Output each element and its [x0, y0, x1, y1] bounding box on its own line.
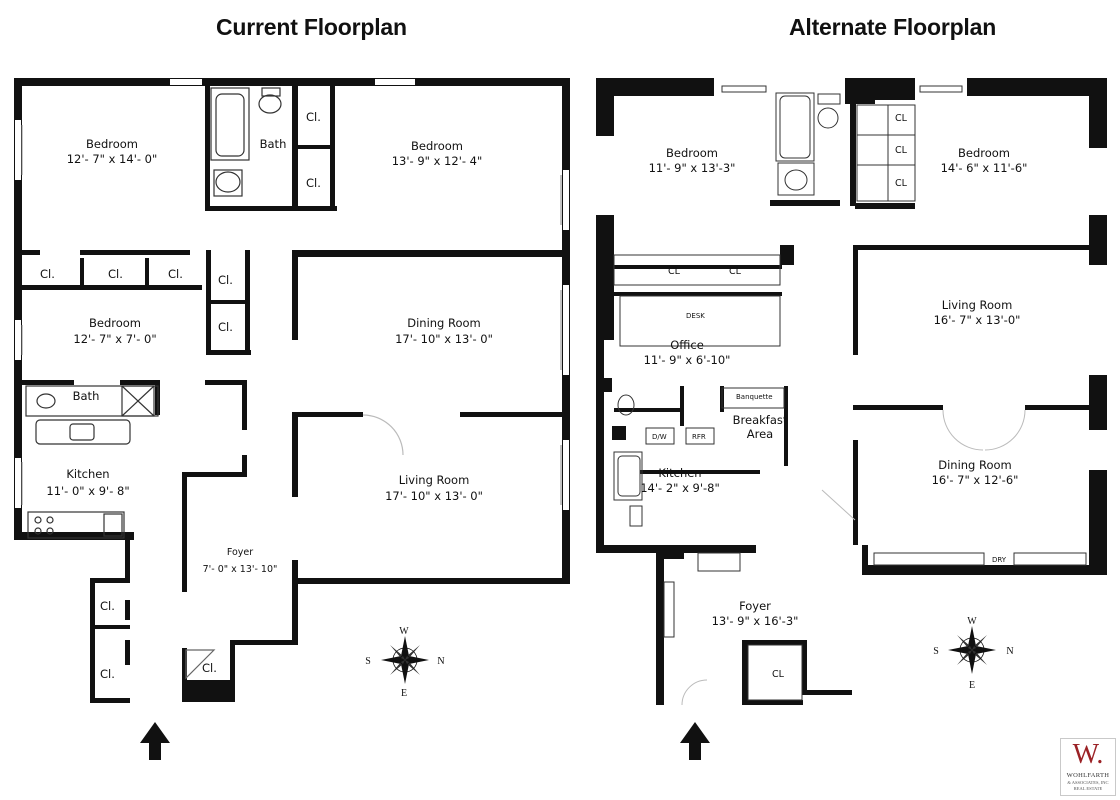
current-bedroom3-name: Bedroom: [89, 316, 141, 330]
compass-e-label: E: [401, 688, 407, 699]
alt-kitchen-size: 14'- 2" x 9'-8": [640, 481, 720, 495]
compass-n-label: N: [1006, 646, 1013, 657]
alt-banquette-label: Banquette: [736, 393, 773, 401]
current-living-name: Living Room: [399, 473, 470, 487]
alternate-compass-icon: [948, 626, 996, 674]
alt-breakfast-line1: Breakfast: [733, 413, 788, 427]
logo-tag: REAL ESTATE: [1073, 786, 1103, 791]
alternate-compass-labels: W E S N: [933, 616, 1013, 691]
current-closet-label: Cl.: [40, 267, 55, 281]
compass-e-label: E: [969, 680, 975, 691]
alt-closet-label: CL: [729, 266, 742, 277]
alt-closet-label: CL: [895, 178, 908, 189]
alternate-entry-arrow-icon: [680, 722, 710, 760]
current-dining-size: 17'- 10" x 13'- 0": [395, 332, 493, 346]
alt-kitchen-name: Kitchen: [658, 466, 701, 480]
current-bedroom1-name: Bedroom: [86, 137, 138, 151]
alternate-floorplan-title: Alternate Floorplan: [789, 14, 997, 40]
current-closet-label: Cl.: [100, 667, 115, 681]
current-bath1-label: Bath: [260, 137, 287, 151]
alt-desk-label: DESK: [686, 312, 705, 320]
compass-w-label: W: [399, 626, 409, 637]
logo-name: WOHLFARTH: [1066, 772, 1110, 779]
alt-office-size: 11'- 9" x 6'-10": [644, 353, 731, 367]
current-labels: Bedroom 12'- 7" x 14'- 0" Bath Cl. Cl. B…: [40, 110, 493, 681]
compass-n-label: N: [437, 656, 444, 667]
alt-dw-label: D/W: [652, 433, 667, 441]
current-dining-name: Dining Room: [407, 316, 481, 330]
alt-breakfast-line2: Area: [747, 427, 773, 441]
alt-bedroom2-size: 14'- 6" x 11'-6": [941, 161, 1028, 175]
alternate-floorplan: [596, 78, 1107, 705]
alt-dining-name: Dining Room: [938, 458, 1012, 472]
current-closet-label: Cl.: [306, 110, 321, 124]
current-closet-label: Cl.: [218, 320, 233, 334]
current-closet-label: Cl.: [306, 176, 321, 190]
current-compass-icon: [381, 636, 429, 684]
compass-s-label: S: [365, 656, 371, 667]
current-compass-labels: W E S N: [365, 626, 444, 699]
alt-foyer-name: Foyer: [739, 599, 771, 613]
company-logo: W. WOHLFARTH & ASSOCIATES, INC REAL ESTA…: [1060, 738, 1116, 796]
alt-rfr-label: RFR: [692, 433, 706, 441]
current-fixtures: [25, 87, 404, 680]
alt-dry-label: DRY: [992, 556, 1007, 564]
alt-closet-label: CL: [895, 145, 908, 156]
current-entry-arrow-icon: [140, 722, 170, 760]
current-closet-label: Cl.: [168, 267, 183, 281]
current-bath2-label: Bath: [73, 389, 100, 403]
alt-bedroom2-name: Bedroom: [958, 146, 1010, 160]
alt-living-size: 16'- 7" x 13'-0": [934, 313, 1021, 327]
compass-s-label: S: [933, 646, 939, 657]
alt-dining-size: 16'- 7" x 12'-6": [932, 473, 1019, 487]
alt-closet-label: CL: [895, 113, 908, 124]
current-bedroom1-size: 12'- 7" x 14'- 0": [67, 152, 158, 166]
alt-bedroom1-size: 11'- 9" x 13'-3": [649, 161, 736, 175]
logo-mark: W.: [1072, 739, 1104, 770]
current-living-size: 17'- 10" x 13'- 0": [385, 489, 483, 503]
current-kitchen-size: 11'- 0" x 9'- 8": [46, 484, 129, 498]
current-closet-label: Cl.: [218, 273, 233, 287]
alternate-labels: Bedroom 11'- 9" x 13'-3" CL CL CL Bedroo…: [640, 113, 1027, 680]
alt-bedroom1-name: Bedroom: [666, 146, 718, 160]
alternate-window-gaps: [597, 140, 1106, 465]
alt-foyer-size: 13'- 9" x 16'-3": [712, 614, 799, 628]
current-bedroom3-size: 12'- 7" x 7'- 0": [73, 332, 156, 346]
logo-sub: & ASSOCIATES, INC: [1067, 780, 1109, 785]
current-bedroom2-size: 13'- 9" x 12'- 4": [392, 154, 483, 168]
current-foyer-size: 7'- 0" x 13'- 10": [203, 564, 278, 575]
alt-office-name: Office: [670, 338, 704, 352]
current-kitchen-name: Kitchen: [66, 467, 109, 481]
current-floorplan: [14, 78, 570, 703]
current-floorplan-title: Current Floorplan: [216, 14, 407, 40]
alt-living-name: Living Room: [942, 298, 1013, 312]
current-foyer-name: Foyer: [227, 547, 253, 558]
compass-w-label: W: [967, 616, 977, 627]
current-closet-label: Cl.: [108, 267, 123, 281]
alt-closet-label: CL: [772, 669, 785, 680]
current-closet-label: Cl.: [100, 599, 115, 613]
alt-closet-label: CL: [668, 266, 681, 277]
current-bedroom2-name: Bedroom: [411, 139, 463, 153]
current-closet-label: Cl.: [202, 661, 217, 675]
alternate-fixtures: [613, 85, 1087, 706]
